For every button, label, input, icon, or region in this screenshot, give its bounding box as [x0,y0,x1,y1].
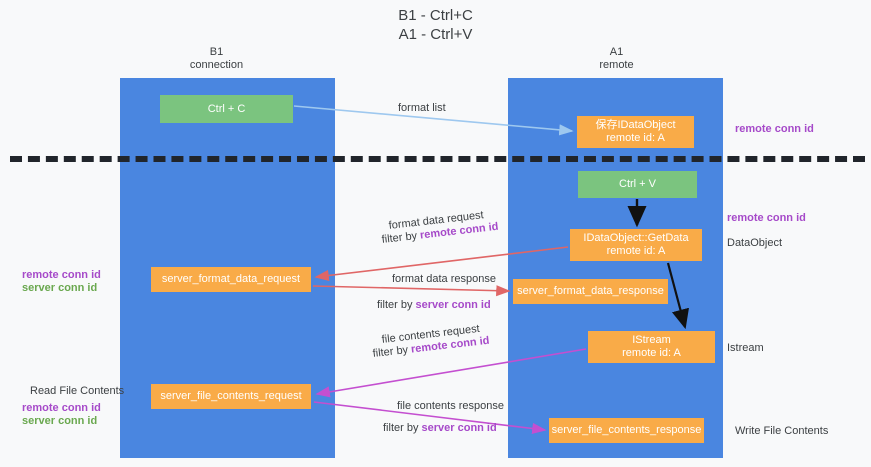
annotation-write-file-contents: Write File Contents [735,425,829,437]
node-server-file-contents-request[interactable]: server_file_contents_request [151,384,311,409]
filter-key-server-conn-id: server conn id [415,299,491,311]
annotation-left-server-conn-id-bottom: server conn id [22,415,98,427]
node-idataobject-getdata[interactable]: IDataObject::GetData remote id: A [570,229,702,261]
node-server-format-data-request[interactable]: server_format_data_request [151,267,311,292]
annotation-remote-conn-id-top: remote conn id [735,123,814,135]
arrow-file-contents-request [315,348,587,398]
node-server-format-data-request-label: server_format_data_request [161,273,301,285]
node-idataobject-getdata-line2: remote id: A [606,245,666,257]
edge-label-format-data-response: format data response [392,273,496,285]
node-istream[interactable]: IStream remote id: A [588,331,715,363]
node-save-idataobject-line1: 保存IDataObject [595,119,676,131]
annotation-left-remote-conn-id-bottom: remote conn id [22,402,101,414]
node-server-file-contents-request-label: server_file_contents_request [160,390,302,402]
node-server-format-data-response[interactable]: server_format_data_response [513,279,668,304]
filter-prefix: filter by [383,422,422,434]
diagram-title: B1 - Ctrl+C A1 - Ctrl+V [0,6,871,44]
arrow-file-contents-response [313,401,547,435]
column-header-b1-name: B1 [209,46,224,58]
node-idataobject-getdata-line1: IDataObject::GetData [583,232,689,244]
annotation-istream: Istream [727,342,764,354]
annotation-dataobject: DataObject [727,237,783,249]
filter-key-server-conn-id: server conn id [421,422,497,434]
node-istream-line2: remote id: A [622,347,681,359]
annotation-read-file-contents: Read File Contents [30,385,125,397]
node-server-file-contents-response[interactable]: server_file_contents_response [549,418,704,443]
edge-label-format-data-response-filter: filter by server conn id [377,298,491,312]
column-header-b1: B1 connection [150,46,283,72]
annotation-left-remote-conn-id-mid: remote conn id [22,269,101,281]
arrow-format-data-response [312,285,511,297]
node-ctrl-v-label: Ctrl + V [619,178,656,190]
arrow-format-list [293,105,574,136]
node-ctrl-c-label: Ctrl + C [207,102,246,115]
node-ctrl-v[interactable]: Ctrl + V [578,171,697,198]
node-istream-line1: IStream [632,334,671,346]
title-line-1: B1 - Ctrl+C [398,7,473,24]
column-header-a1: A1 remote [550,46,683,72]
node-ctrl-c[interactable]: Ctrl + C [160,95,293,123]
annotation-remote-conn-id-mid: remote conn id [727,212,806,224]
phase-divider [10,156,865,162]
arrow-response-to-istream [666,262,689,330]
annotation-left-server-conn-id-mid: server conn id [22,282,98,294]
node-save-idataobject[interactable]: 保存IDataObject remote id: A [577,116,694,148]
column-header-a1-role: remote [599,59,634,71]
column-header-a1-name: A1 [609,46,624,58]
edge-label-file-contents-response: file contents response [397,400,505,412]
node-save-idataobject-line2: remote id: A [606,132,665,144]
column-header-b1-role: connection [189,59,244,71]
node-server-file-contents-response-label: server_file_contents_response [551,424,702,436]
edge-label-file-contents-response-filter: filter by server conn id [383,421,497,435]
node-server-format-data-response-label: server_format_data_response [517,285,664,297]
filter-prefix: filter by [377,299,416,311]
arrow-format-data-request [314,246,569,282]
title-line-2: A1 - Ctrl+V [398,26,473,43]
edge-label-format-list: format list [398,102,446,114]
